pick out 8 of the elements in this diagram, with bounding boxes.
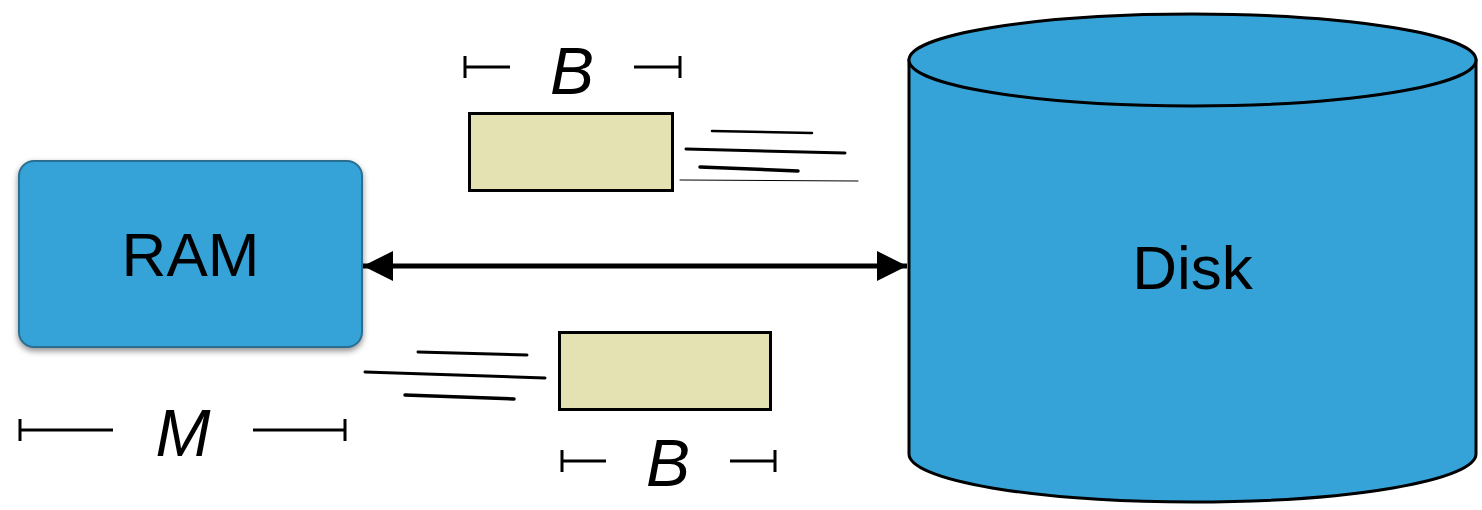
double-arrow xyxy=(363,251,907,281)
dimension-label: B xyxy=(550,38,594,104)
dimension-label: B xyxy=(646,430,690,496)
dimension-label: M xyxy=(155,400,211,466)
data-block xyxy=(468,112,674,192)
memory-box xyxy=(18,160,363,348)
data-block xyxy=(558,331,772,411)
node-label: RAM xyxy=(121,218,260,290)
